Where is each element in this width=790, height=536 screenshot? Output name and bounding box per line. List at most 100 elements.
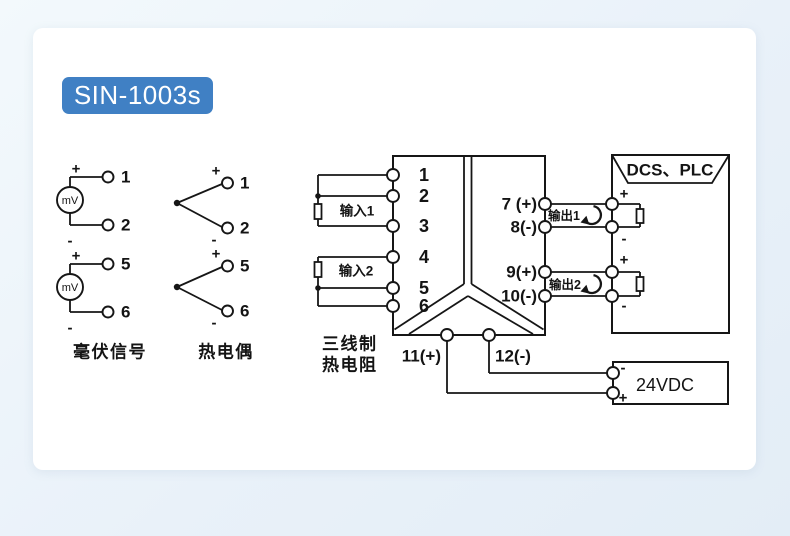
barrier-line (408, 295, 469, 335)
power-outline (612, 361, 729, 405)
terminal (101, 305, 115, 319)
mv-source-2: mV + 5 6 - (56, 248, 130, 337)
terminal (386, 189, 400, 203)
terminal (605, 197, 619, 211)
output1-label: 输出1 (548, 208, 580, 223)
polarity-minus: - (212, 232, 217, 249)
terminal-label: 7 (+) (502, 195, 537, 214)
terminal-number: 2 (419, 186, 429, 206)
thermocouple-caption: 热电偶 (198, 342, 254, 362)
terminal-label: 9(+) (506, 263, 537, 282)
polarity-minus: - (68, 320, 73, 337)
barrier-line (471, 283, 544, 331)
terminal-label: 8(-) (511, 218, 537, 237)
terminal-number: 3 (419, 216, 429, 236)
terminal-number: 6 (121, 303, 130, 322)
barrier-line (467, 295, 534, 335)
rtd-caption-line1: 三线制 (322, 334, 378, 354)
terminal-number: 2 (121, 216, 130, 235)
terminal (606, 366, 620, 380)
terminal-number: 5 (121, 255, 130, 274)
product-model-badge: SIN-1003s (62, 77, 213, 114)
terminal (101, 218, 115, 232)
mv-source-text: mV (62, 195, 79, 207)
thermocouple-1: + 1 2 - (173, 163, 249, 249)
terminal (101, 257, 115, 271)
input2-wiring: 输入2 (313, 256, 387, 307)
polarity-minus: - (622, 231, 627, 248)
dcs-outline (611, 154, 730, 334)
wire (176, 266, 223, 288)
terminal-label: 11(+) (402, 347, 441, 366)
terminal (606, 386, 620, 400)
polarity-minus: - (621, 360, 626, 377)
terminal (440, 328, 454, 342)
terminal-number: 4 (419, 247, 429, 267)
terminal (605, 220, 619, 234)
terminal (386, 250, 400, 264)
output2-label: 输出2 (549, 277, 581, 292)
thermocouple-2: + 5 6 - (173, 246, 249, 332)
polarity-minus: - (68, 233, 73, 250)
dcs-plc-box: DCS、PLC + - + - (605, 154, 730, 334)
terminal (605, 265, 619, 279)
loop-arrow-icon (579, 273, 603, 295)
terminal (221, 304, 234, 318)
polarity-plus: + (620, 252, 629, 269)
rtd-resistor (313, 203, 323, 220)
isolator-outline (392, 155, 546, 336)
terminal (386, 219, 400, 233)
polarity-plus: + (620, 186, 629, 203)
power-wiring (446, 341, 607, 394)
terminal (221, 221, 234, 235)
terminal-label: 12(-) (495, 347, 531, 366)
terminal (605, 289, 619, 303)
isolation-barrier (394, 157, 544, 335)
terminal (221, 259, 234, 273)
polarity-minus: - (622, 298, 627, 315)
terminal-number: 6 (240, 302, 249, 321)
power-label: 24VDC (636, 375, 694, 395)
isolator-box: 1 2 3 4 5 6 7 (+) 8(-) 9(+) 10(-) 11(+) … (386, 155, 552, 366)
polarity-plus: + (212, 163, 221, 180)
polarity-plus: + (72, 248, 81, 265)
rtd-caption-line2: 热电阻 (322, 355, 378, 375)
terminal-number: 2 (240, 219, 249, 238)
terminal (101, 170, 115, 184)
polarity-plus: + (212, 246, 221, 263)
polarity-plus: + (72, 161, 81, 178)
terminal (386, 281, 400, 295)
input1-label: 输入1 (340, 203, 375, 219)
input1-wiring: 输入1 (313, 174, 387, 227)
terminal-label: 10(-) (501, 287, 537, 306)
load-resistor (635, 276, 645, 292)
power-supply-box: - + 24VDC (606, 360, 729, 407)
wire (176, 286, 223, 311)
terminal-number: 1 (240, 174, 249, 193)
barrier-line (394, 283, 465, 331)
wire (176, 202, 223, 228)
dcs-label: DCS、PLC (627, 161, 714, 180)
mv-signal-caption: 毫伏信号 (73, 342, 147, 362)
mv-source-1: mV + 1 2 - (56, 161, 130, 250)
loop-arrow-icon (579, 204, 603, 226)
input2-label: 输入2 (339, 263, 374, 279)
terminal (482, 328, 496, 342)
wire (176, 183, 223, 204)
terminal-number: 6 (419, 296, 429, 316)
terminal-number: 1 (121, 168, 130, 187)
terminal-number: 5 (419, 278, 429, 298)
terminal (538, 265, 552, 279)
terminal (386, 299, 400, 313)
dcs-banner (611, 154, 730, 184)
terminal-number: 5 (240, 257, 249, 276)
terminal (221, 176, 234, 190)
load-resistor (635, 208, 645, 224)
mv-source-text: mV (62, 282, 79, 294)
polarity-plus: + (619, 390, 628, 407)
terminal (386, 168, 400, 182)
polarity-minus: - (212, 315, 217, 332)
terminal-number: 1 (419, 165, 429, 185)
output-wiring: 输出1 输出2 (548, 203, 606, 297)
